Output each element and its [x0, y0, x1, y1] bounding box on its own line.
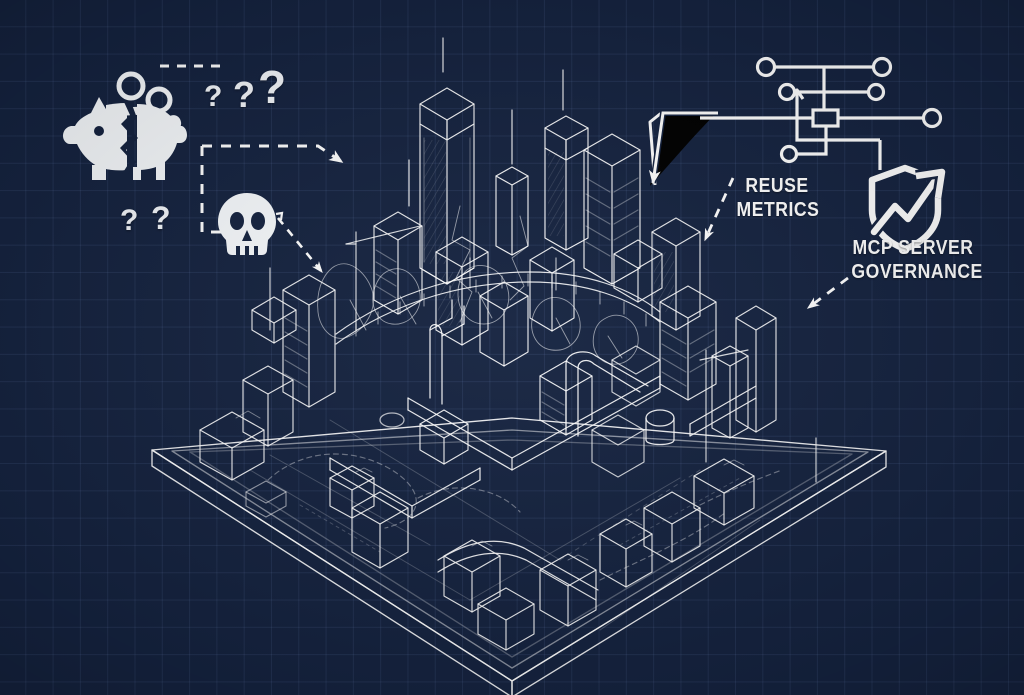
foreground-blocks [199, 345, 755, 651]
network-diagram-icon [700, 56, 943, 170]
label-mcp-server-governance: MCP SERVER GOVERNANCE [851, 237, 983, 283]
dashed-bracket-vertical [200, 146, 222, 234]
skyline-towers [408, 37, 641, 285]
city-roads [267, 453, 783, 581]
dashed-bracket-path [202, 144, 344, 164]
construction-cranes [269, 225, 817, 483]
question-mark-medium: ? [233, 74, 255, 115]
broken-piggy-bank-icon [63, 71, 187, 180]
label-reuse-metrics: REUSE METRICS [736, 175, 820, 221]
dashed-governance-arrow [806, 276, 849, 310]
dashed-skull-arrow [276, 217, 324, 274]
city-plinth [151, 417, 887, 695]
question-mark-small: ? [204, 80, 223, 113]
question-mark-low-1: ? [120, 204, 139, 237]
question-mark-large: ? [258, 61, 287, 113]
roof-details [235, 410, 745, 561]
ground-plan-lines [249, 419, 761, 631]
mid-buildings [242, 211, 777, 447]
skull-arrow-tail-tick [275, 211, 284, 221]
shield-growth-icon [868, 164, 948, 253]
skull-icon [218, 193, 276, 255]
dashed-reuse-arrow [703, 177, 735, 242]
question-mark-low-2: ? [151, 200, 171, 236]
pipe-network [329, 299, 757, 601]
solid-network-arrow [648, 111, 718, 185]
